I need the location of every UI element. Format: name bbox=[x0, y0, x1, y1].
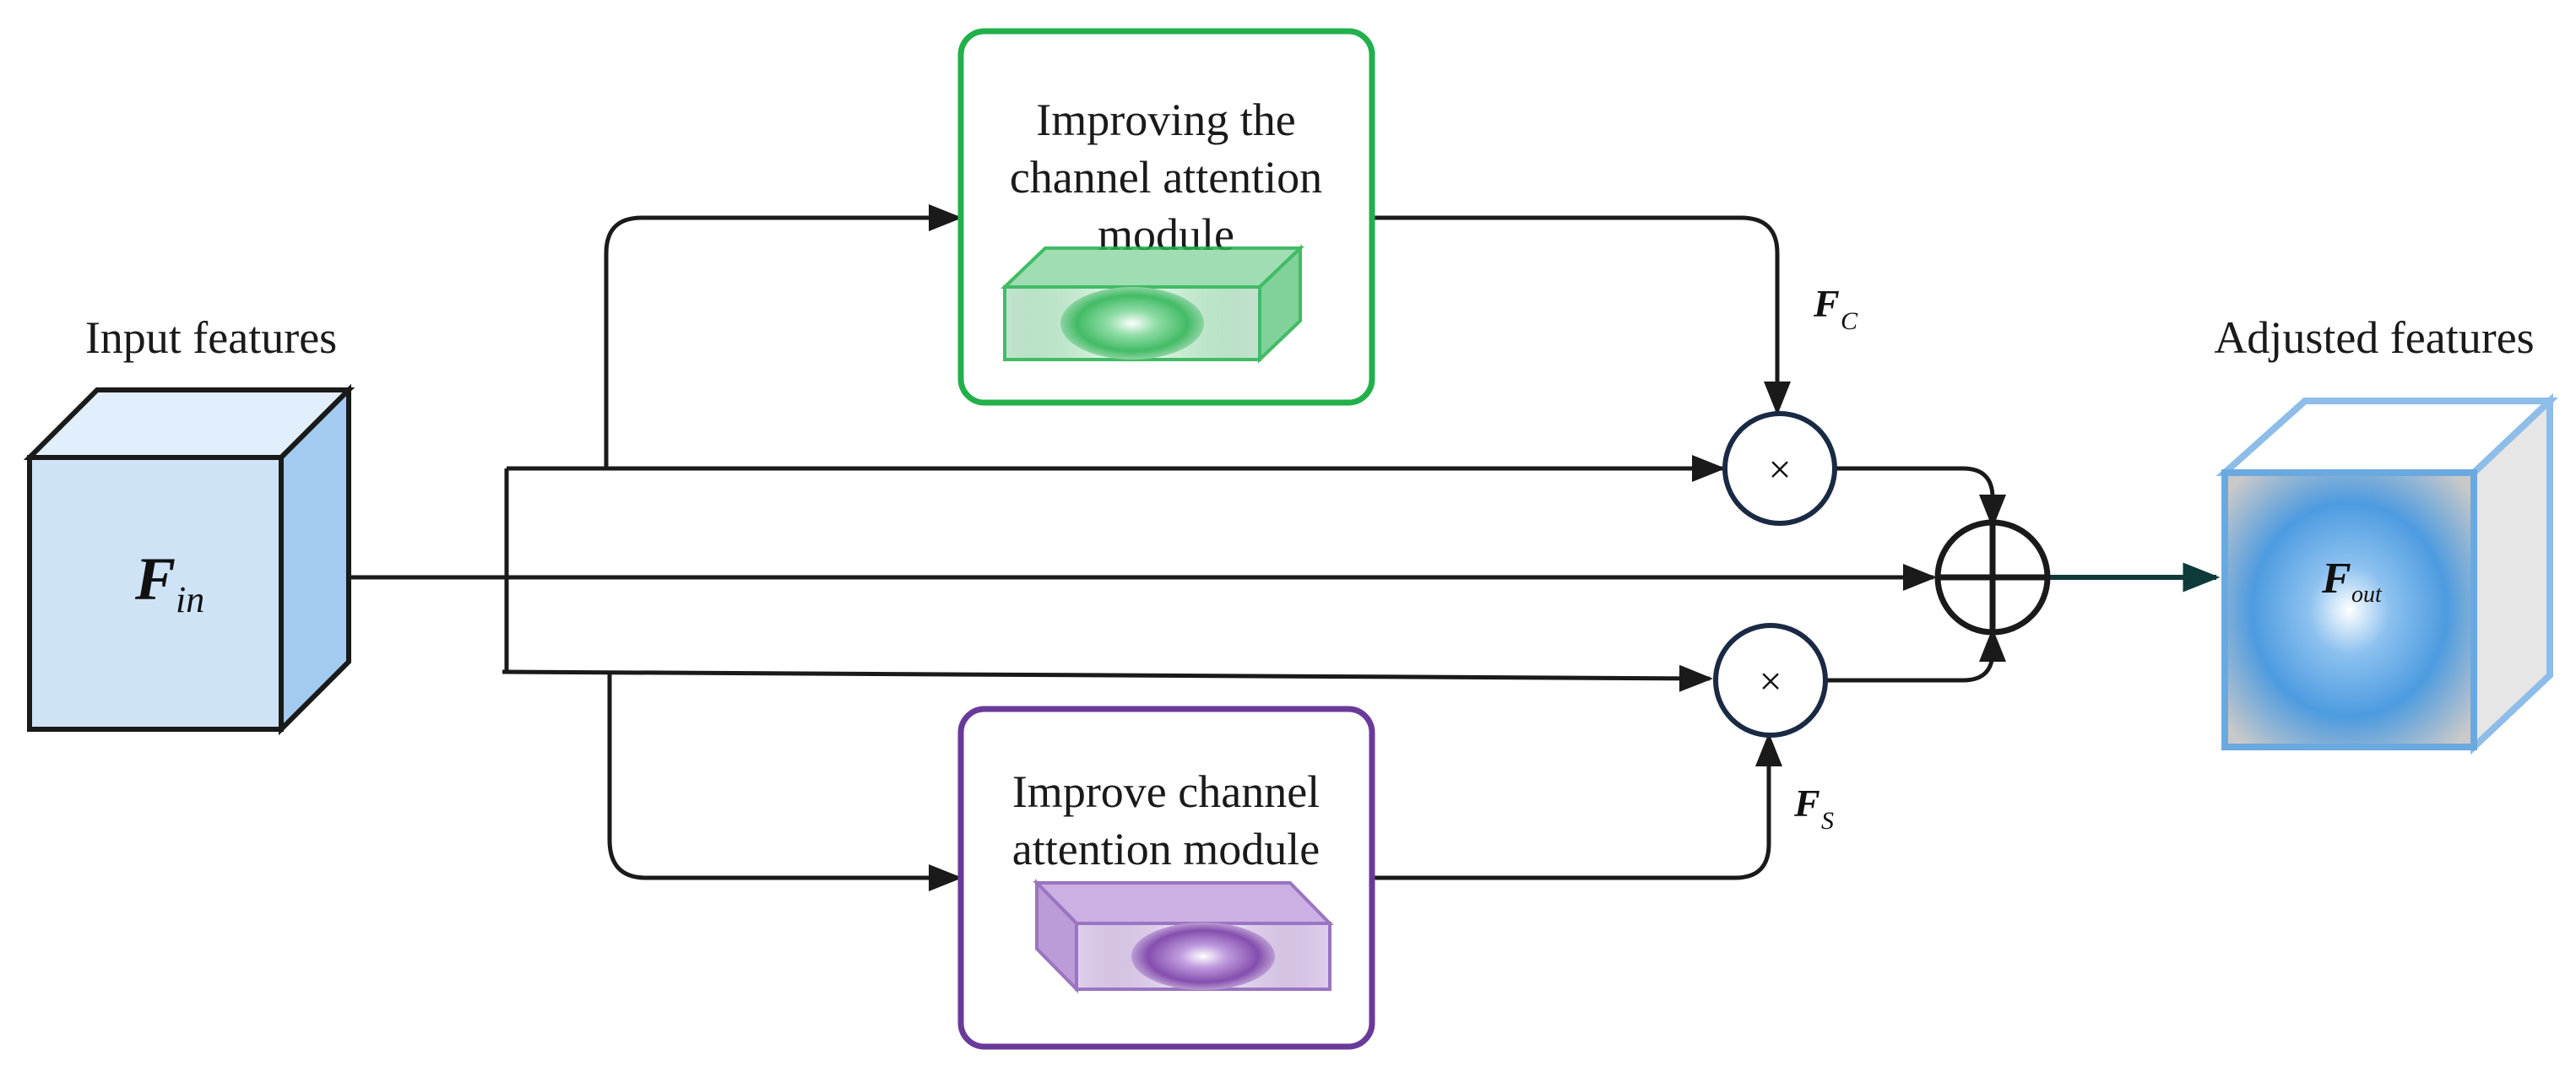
fs-symbol: F bbox=[1793, 782, 1820, 825]
fs-output-line bbox=[1372, 733, 1782, 880]
output-symbol: F bbox=[2321, 555, 2351, 603]
top-module-line2: channel attention bbox=[1010, 152, 1322, 203]
fc-symbol: F bbox=[1813, 282, 1840, 325]
input-subscript: in bbox=[176, 579, 204, 620]
branch-to-bottom-module bbox=[607, 672, 963, 891]
fs-subscript: S bbox=[1821, 807, 1834, 835]
output-cube-front bbox=[2221, 469, 2477, 750]
bottom-multiply-node: × bbox=[1713, 623, 1828, 738]
top-attention-module: Improving the channel attention module bbox=[957, 28, 1375, 406]
input-symbol: F bbox=[134, 545, 176, 613]
output-caption: Adjusted features bbox=[2214, 312, 2534, 363]
fc-subscript: C bbox=[1841, 307, 1858, 335]
bottom-product-to-sum bbox=[1826, 628, 2006, 683]
top-module-line1: Improving the bbox=[1036, 95, 1295, 145]
branch-to-top-module bbox=[604, 204, 963, 468]
bottom-module-line1: Improve channel bbox=[1012, 766, 1320, 817]
feed-bottom-multiply bbox=[502, 664, 1713, 692]
top-multiply-node: × bbox=[1722, 411, 1837, 526]
input-feature-cube: F in bbox=[23, 383, 355, 736]
output-subscript: out bbox=[2351, 582, 2383, 608]
fc-output-line bbox=[1372, 215, 1791, 415]
bottom-module-border bbox=[957, 706, 1375, 1050]
bottom-module-line2: attention module bbox=[1012, 824, 1320, 874]
input-cube-front bbox=[27, 455, 284, 732]
output-feature-cube: F out bbox=[2215, 392, 2559, 755]
top-multiply-symbol: × bbox=[1768, 447, 1791, 492]
input-caption: Input features bbox=[85, 312, 337, 363]
sum-node bbox=[1934, 519, 2051, 636]
top-product-to-sum bbox=[1835, 466, 2006, 528]
green-attention-block bbox=[1001, 244, 1304, 364]
purple-attention-block bbox=[1033, 879, 1334, 993]
bottom-multiply-symbol: × bbox=[1759, 659, 1782, 704]
bottom-attention-module: Improve channel attention module bbox=[957, 706, 1375, 1050]
